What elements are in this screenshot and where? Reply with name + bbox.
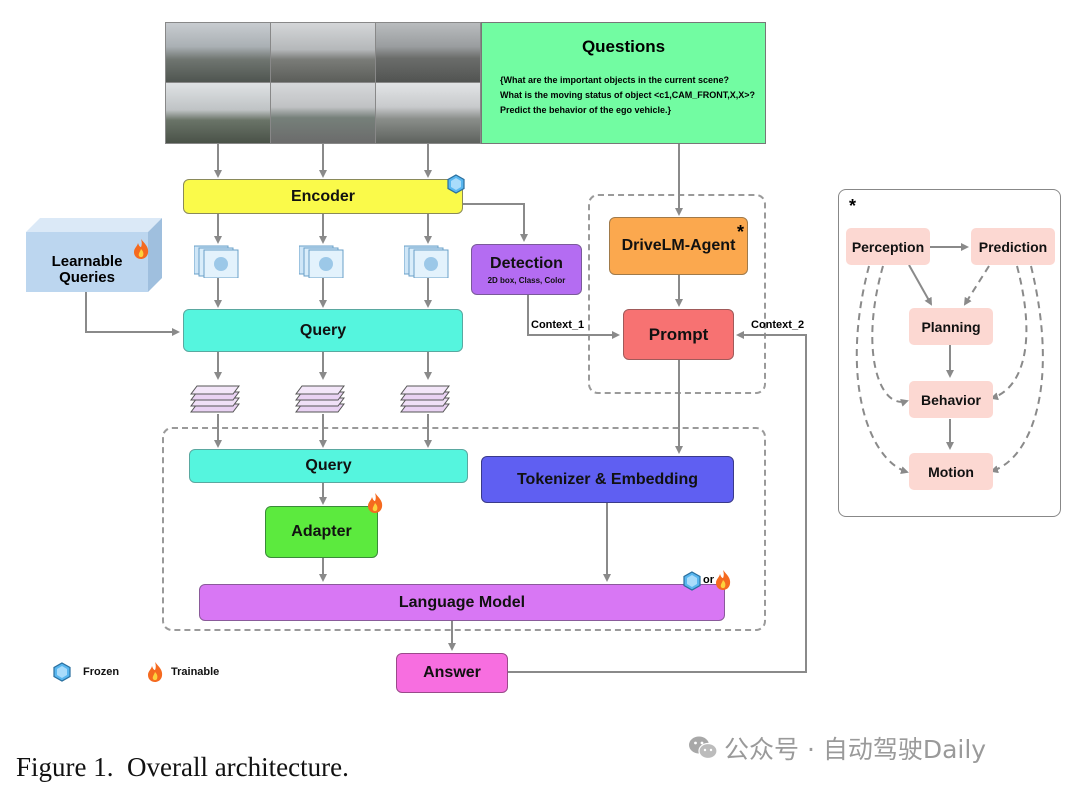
motion-label: Motion (928, 463, 974, 480)
answer-label: Answer (423, 664, 481, 681)
wechat-icon (688, 735, 718, 761)
frozen-icon (446, 174, 466, 194)
frozen-icon (682, 571, 702, 591)
camera-front-left-image (165, 22, 271, 83)
drivelm-agent-label: DriveLM-Agent (621, 237, 736, 254)
planning-node: Planning (909, 308, 993, 345)
learnable-queries-label-line2: Queries (59, 269, 115, 286)
camera-front-right-image (375, 22, 481, 83)
detection-label: Detection (490, 254, 563, 272)
trainable-legend-icon (146, 661, 164, 683)
query-block: Query (189, 449, 468, 483)
query-block: Query (183, 309, 463, 352)
camera-back-image (270, 82, 376, 144)
adapter-label: Adapter (291, 523, 352, 540)
prediction-node: Prediction (971, 228, 1055, 265)
behavior-node: Behavior (909, 381, 993, 418)
learnable-queries-block: Learnable Queries (26, 218, 162, 292)
perception-label: Perception (851, 238, 925, 255)
question-line: What is the moving status of object <c1,… (500, 90, 756, 100)
questions-panel: Questions {What are the important object… (481, 22, 766, 144)
language-model-label: Language Model (398, 593, 526, 611)
frozen-legend-icon (52, 662, 72, 682)
question-line: {What are the important objects in the c… (500, 75, 730, 85)
feature-map-icon (193, 244, 242, 279)
tokenizer-embedding-label: Tokenizer & Embedding (516, 470, 699, 488)
trainable-icon (132, 238, 150, 260)
query-token-stack-icon (292, 380, 348, 414)
query-label: Query (305, 457, 352, 474)
language-model-block: Language Model (199, 584, 725, 621)
context-2-label: Context_2 (751, 319, 805, 331)
query-token-stack-icon (187, 380, 243, 414)
figure-caption: Figure 1. Overall architecture. (16, 752, 349, 782)
detection-sublabel: 2D box, Class, Color (487, 275, 566, 285)
adapter-block: Adapter (265, 506, 378, 558)
query-label: Query (299, 321, 347, 339)
learnable-queries-label: Learnable Queries (26, 254, 148, 286)
trainable-legend-label: Trainable (171, 666, 220, 678)
context-1-label: Context_1 (531, 319, 585, 331)
answer-block: Answer (396, 653, 508, 693)
query-token-stack-icon (397, 380, 453, 414)
trainable-icon (714, 569, 732, 591)
task-graph-edges (855, 243, 1044, 474)
encoder-block: Encoder (183, 179, 463, 214)
or-label: or (703, 574, 714, 586)
feature-map-icon (298, 244, 347, 279)
encoder-label: Encoder (290, 187, 355, 205)
behavior-label: Behavior (921, 391, 981, 408)
planning-label: Planning (921, 318, 981, 335)
watermark-text: 公众号 · 自动驾驶Daily (724, 735, 987, 764)
drivelm-agent-star: * (737, 222, 745, 242)
trainable-icon (366, 492, 384, 514)
prediction-label: Prediction (978, 238, 1048, 255)
watermark: 公众号 · 自动驾驶Daily (688, 730, 986, 766)
feature-map-icon (403, 244, 452, 279)
detection-block: Detection 2D box, Class, Color (471, 244, 582, 295)
frozen-legend-label: Frozen (83, 666, 120, 678)
camera-back-right-image (375, 82, 481, 144)
task-graph-panel: * Perception Prediction Planning Behavio… (838, 189, 1061, 517)
question-line: Predict the behavior of the ego vehicle.… (500, 105, 672, 115)
task-graph-star: * (849, 196, 857, 216)
prompt-label: Prompt (648, 324, 709, 344)
prompt-block: Prompt (623, 309, 734, 360)
drivelm-agent-block: DriveLM-Agent (609, 217, 748, 275)
questions-title: Questions (581, 37, 666, 56)
camera-images (165, 22, 481, 144)
perception-node: Perception (846, 228, 930, 265)
camera-front-image (270, 22, 376, 83)
motion-node: Motion (909, 453, 993, 490)
learnable-queries-label-line1: Learnable (51, 253, 123, 270)
camera-back-left-image (165, 82, 271, 144)
tokenizer-embedding-block: Tokenizer & Embedding (481, 456, 734, 503)
